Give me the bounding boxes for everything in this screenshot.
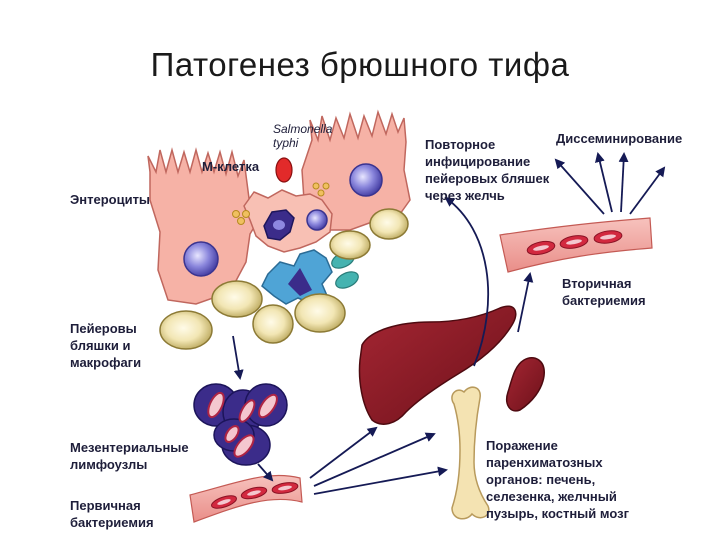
label-enterocytes: Энтероциты <box>70 192 151 207</box>
label-secondary-bacteremia: Вторичная бактериемия <box>562 276 646 308</box>
arrow-vessel-to-liver <box>309 426 378 479</box>
arrow-vessel-to-bone <box>313 466 448 495</box>
enterocyte-nucleus <box>349 163 383 197</box>
label-peyer-plaques: Пейеровы бляшки и макрофаги <box>70 321 142 370</box>
primary-vessel <box>189 474 303 523</box>
arrow-vessel-to-organs <box>313 432 436 487</box>
arrow-liver-to-plaques <box>444 196 489 367</box>
m-cell-nucleus <box>306 209 328 231</box>
label-mesenteric-nodes: Мезентериальные лимфоузлы <box>70 440 189 472</box>
arrow-plaques-to-nodes <box>232 335 244 380</box>
diagram-title: Патогенез брюшного тифа <box>150 46 570 83</box>
liver <box>358 305 517 425</box>
arrow-nodes-to-vessel <box>257 463 274 482</box>
macrophage-core <box>288 268 312 296</box>
bacteria-small <box>232 182 330 225</box>
peyer-plaque-cells <box>159 208 409 350</box>
enterocyte-left <box>147 147 264 305</box>
lymph-nodes <box>193 383 288 466</box>
arrow-dissemination-3 <box>618 152 629 213</box>
enterocyte-layer <box>147 109 411 305</box>
secondary-vessel <box>499 217 653 273</box>
arrow-dissemination-2 <box>595 152 613 213</box>
label-m-cell: М-клетка <box>202 159 260 174</box>
label-primary-bacteremia: Первичная бактериемия <box>70 498 154 530</box>
label-salmonella: Salmonella typhi <box>273 122 333 150</box>
arrows <box>232 152 666 495</box>
label-dissemination: Диссеминирование <box>556 131 683 146</box>
label-organ-damage: Поражение паренхиматозных органов: печен… <box>486 438 629 521</box>
label-reinfection: Повторное инфицирование пейеровых бляшек… <box>425 137 550 203</box>
bone <box>451 386 490 520</box>
salmonella-bacterium <box>275 157 293 183</box>
teal-cell <box>335 271 359 289</box>
spleen <box>506 356 545 412</box>
enterocyte-nucleus <box>183 241 219 277</box>
infected-cell-core <box>273 220 285 230</box>
arrow-organs-to-vessel <box>517 272 534 333</box>
arrow-dissemination-4 <box>629 166 666 215</box>
arrow-dissemination-1 <box>554 158 605 215</box>
